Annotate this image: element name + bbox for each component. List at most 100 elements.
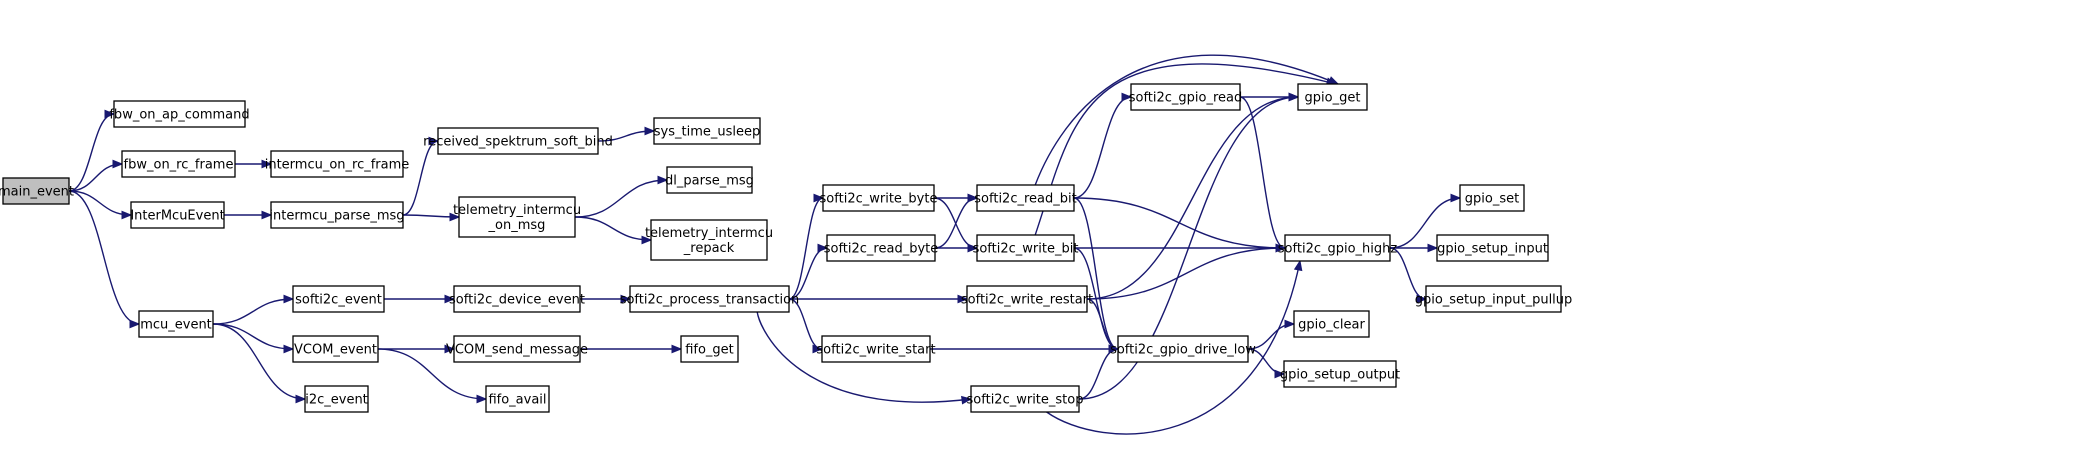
node-box [1459, 184, 1525, 212]
node-softi2c-event[interactable]: softi2c_event [292, 285, 385, 313]
node-gpio-set[interactable]: gpio_set [1459, 184, 1525, 212]
node-softi2c-process-transaction[interactable]: softi2c_process_transaction [620, 285, 800, 313]
node-main-event[interactable]: main_event [0, 177, 74, 205]
node-mcu-event[interactable]: mcu_event [138, 310, 214, 338]
node-box [270, 201, 404, 229]
node-softi2c-write-start[interactable]: softi2c_write_start [816, 335, 936, 363]
node-label: softi2c_read_bit [974, 192, 1076, 207]
node-label: dl_parse_msg [665, 174, 754, 189]
node-label: gpio_setup_input_pullup [1415, 293, 1573, 308]
edge-line [788, 197, 824, 300]
edge-line [1239, 96, 1286, 249]
edge-arrowhead [104, 109, 116, 119]
node-label: _on_msg [488, 218, 546, 233]
edge-softi2c-write-restart-to-softi2c-gpio-highz [1086, 243, 1287, 300]
edge-intermcu-parse-msg-to-telemetry-intermcu-on-msg [402, 212, 461, 222]
node-box [437, 127, 599, 155]
edge-arrowhead [1108, 344, 1120, 354]
node-gpio-setup-input-pullup[interactable]: gpio_setup_input_pullup [1415, 285, 1573, 313]
node-InterMcuEvent[interactable]: InterMcuEvent [130, 201, 225, 229]
node-gpio-get[interactable]: gpio_get [1297, 83, 1368, 111]
edge-arrowhead [967, 193, 979, 203]
edge-softi2c-gpio-highz-to-gpio-set [1389, 193, 1462, 249]
edge-arrowhead [817, 243, 829, 253]
node-box [453, 335, 581, 363]
edge-arrowhead [657, 175, 669, 185]
node-softi2c-device-event[interactable]: softi2c_device_event [449, 285, 585, 313]
edge-softi2c-write-stop-to-gpio-get [1078, 92, 1300, 400]
node-label: gpio_clear [1298, 318, 1365, 333]
edge-line [402, 140, 439, 216]
node-box [292, 285, 385, 313]
edge-line [68, 190, 140, 325]
node-box [130, 201, 225, 229]
node-softi2c-gpio-read[interactable]: softi2c_gpio_read [1129, 83, 1243, 111]
node-box [976, 234, 1075, 262]
node-telemetry-intermcu-repack[interactable]: telemetry_intermcu_repack [645, 219, 773, 261]
node-fbw-on-rc-frame[interactable]: fbw_on_rc_frame [121, 150, 236, 178]
edge-arrowhead [967, 243, 979, 253]
node-box [629, 285, 790, 313]
edge-arrowhead [261, 159, 273, 169]
node-softi2c-gpio-highz[interactable]: softi2c_gpio_highz [1278, 234, 1398, 262]
node-softi2c-write-restart[interactable]: softi2c_write_restart [961, 285, 1093, 313]
edge-InterMcuEvent-to-intermcu-parse-msg [224, 210, 273, 220]
node-box [113, 100, 246, 128]
node-fifo-get[interactable]: fifo_get [680, 335, 739, 363]
node-fbw-on-ap-command[interactable]: fbw_on_ap_command [109, 100, 250, 128]
node-label: fifo_get [685, 343, 734, 358]
edge-line [574, 179, 668, 218]
node-gpio-clear[interactable]: gpio_clear [1293, 310, 1370, 338]
edge-softi2c-process-transaction-to-softi2c-write-start [788, 298, 824, 354]
node-softi2c-gpio-drive-low[interactable]: softi2c_gpio_drive_low [1110, 335, 1256, 363]
node-box [966, 285, 1088, 313]
edge-telemetry-intermcu-on-msg-to-dl-parse-msg [574, 175, 669, 218]
node-label: received_spektrum_soft_bind [423, 135, 613, 150]
node-fifo-avail[interactable]: fifo_avail [485, 385, 550, 413]
node-label: softi2c_read_byte [824, 242, 939, 257]
edge-arrowhead [671, 344, 683, 354]
node-label: intermcu_on_rc_frame [265, 158, 410, 173]
node-gpio-setup-output[interactable]: gpio_setup_output [1280, 360, 1400, 388]
edge-softi2c-process-transaction-to-softi2c-read-byte [788, 243, 829, 300]
edge-received-spektrum-soft-bind-to-sys-time-usleep [597, 126, 656, 142]
node-box [453, 285, 581, 313]
node-label: InterMcuEvent [130, 209, 224, 224]
node-i2c-event[interactable]: i2c_event [304, 385, 369, 413]
node-softi2c-write-byte[interactable]: softi2c_write_byte [820, 184, 938, 212]
node-received-spektrum-soft-bind[interactable]: received_spektrum_soft_bind [423, 127, 613, 155]
node-box [485, 385, 550, 413]
edge-arrowhead [1284, 319, 1296, 329]
node-intermcu-parse-msg[interactable]: intermcu_parse_msg [269, 201, 405, 229]
node-label: sys_time_usleep [654, 125, 760, 140]
node-label: softi2c_write_byte [820, 192, 938, 207]
node-gpio-setup-input[interactable]: gpio_setup_input [1436, 234, 1549, 262]
edge-main-event-to-fbw-on-ap-command [68, 109, 116, 192]
edge-arrowhead [641, 235, 653, 245]
node-softi2c-read-bit[interactable]: softi2c_read_bit [974, 184, 1077, 212]
edge-softi2c-gpio-highz-to-gpio-setup-input-pullup [1389, 247, 1428, 304]
node-label: mcu_event [140, 318, 212, 333]
node-label: fbw_on_ap_command [109, 108, 249, 123]
edge-line [574, 216, 652, 241]
node-softi2c-write-bit[interactable]: softi2c_write_bit [973, 234, 1079, 262]
edge-line [68, 113, 115, 192]
edge-line [1086, 96, 1299, 300]
edge-softi2c-event-to-softi2c-device-event [384, 294, 456, 304]
node-intermcu-on-rc-frame[interactable]: intermcu_on_rc_frame [265, 150, 410, 178]
node-telemetry-intermcu-on-msg[interactable]: telemetry_intermcu_on_msg [453, 196, 581, 238]
node-box [304, 385, 369, 413]
edge-softi2c-gpio-drive-low-to-gpio-clear [1247, 319, 1296, 350]
node-VCOM-send-message[interactable]: VCOM_send_message [446, 335, 588, 363]
edge-softi2c-gpio-drive-low-to-gpio-setup-output [1247, 348, 1286, 379]
node-label: gpio_set [1465, 192, 1519, 207]
node-dl-parse-msg[interactable]: dl_parse_msg [665, 166, 754, 194]
node-label: softi2c_write_stop [967, 393, 1084, 408]
edge-line [1078, 96, 1299, 400]
node-VCOM-event[interactable]: VCOM_event [292, 335, 379, 363]
node-label: gpio_setup_input [1437, 242, 1548, 257]
node-softi2c-read-byte[interactable]: softi2c_read_byte [824, 234, 939, 262]
node-softi2c-write-stop[interactable]: softi2c_write_stop [967, 385, 1084, 413]
node-sys-time-usleep[interactable]: sys_time_usleep [653, 117, 761, 145]
node-label: telemetry_intermcu [453, 203, 581, 218]
